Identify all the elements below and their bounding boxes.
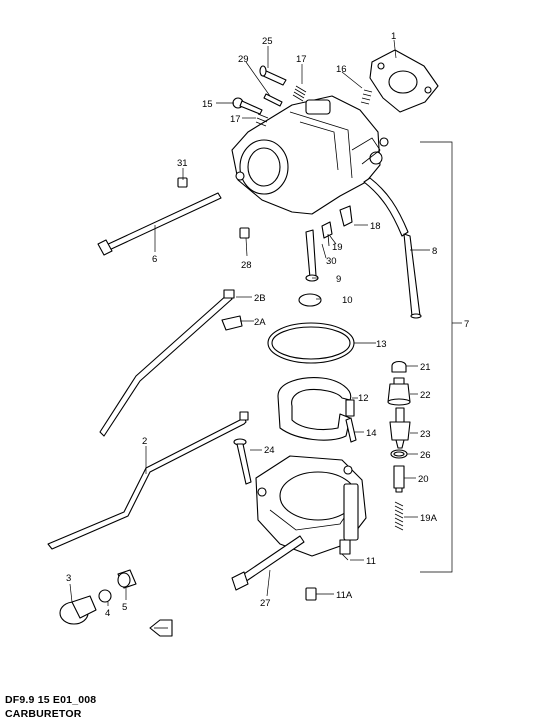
float-valve-18 xyxy=(339,205,353,227)
spring-17-lower xyxy=(255,113,269,127)
plug-31 xyxy=(177,177,188,188)
float-bowl xyxy=(255,455,367,557)
callout-27: 27 xyxy=(260,598,271,609)
spring-19a xyxy=(394,501,404,531)
callout-5: 5 xyxy=(122,602,127,613)
callout-11: 11 xyxy=(366,556,376,567)
knob-3 xyxy=(59,595,97,625)
callout-16: 16 xyxy=(336,64,347,75)
float-12 xyxy=(277,377,355,441)
rod-2b xyxy=(99,289,235,437)
callout-2a: 2A xyxy=(254,317,266,328)
callout-9: 9 xyxy=(336,274,341,285)
float-seat-10 xyxy=(298,293,322,307)
callout-6: 6 xyxy=(152,254,157,265)
jet-20 xyxy=(393,465,405,493)
callout-14: 14 xyxy=(366,428,377,439)
callout-25: 25 xyxy=(262,36,273,47)
callout-1: 1 xyxy=(391,31,396,42)
callout-4: 4 xyxy=(105,608,110,619)
callout-8: 8 xyxy=(432,246,437,257)
callout-10: 10 xyxy=(342,295,353,306)
spring-17-upper xyxy=(292,85,307,102)
needle-valve-22 xyxy=(387,377,411,406)
plug-11a xyxy=(305,587,317,601)
screw-15 xyxy=(232,97,263,115)
callout-2: 2 xyxy=(142,436,147,447)
callout-26: 26 xyxy=(420,450,431,461)
callout-19: 19 xyxy=(332,242,343,253)
callout-18: 18 xyxy=(370,221,381,232)
front-direction-arrow xyxy=(149,619,173,637)
callout-labels: 1 25 17 29 16 15 17 31 18 19 6 8 30 28 9… xyxy=(66,31,469,619)
callout-7: 7 xyxy=(464,319,469,330)
rod-2 xyxy=(47,411,249,550)
callout-29: 29 xyxy=(238,54,249,65)
o-ring-13 xyxy=(267,322,355,364)
callout-24: 24 xyxy=(264,445,275,456)
spring-16 xyxy=(360,89,373,105)
callout-31: 31 xyxy=(177,158,188,169)
callout-23: 23 xyxy=(420,429,431,440)
hose-8 xyxy=(363,177,422,319)
main-nozzle-23 xyxy=(389,407,411,449)
callout-22: 22 xyxy=(420,390,431,401)
screw-29 xyxy=(263,93,283,107)
gasket-plate-1 xyxy=(369,49,439,113)
collar-5 xyxy=(117,569,137,589)
diagram-code: DF9.9 15 E01_008 xyxy=(5,694,97,706)
drain-screw-11 xyxy=(339,539,351,561)
callout-12: 12 xyxy=(358,393,369,404)
pilot-screw-9 xyxy=(305,229,319,282)
screw-25 xyxy=(259,65,287,86)
o-ring-26 xyxy=(390,449,408,459)
callout-17b: 17 xyxy=(230,114,241,125)
carburetor-body xyxy=(231,95,389,215)
callout-2b: 2B xyxy=(254,293,266,304)
callout-13: 13 xyxy=(376,339,387,350)
screw-24 xyxy=(233,438,252,485)
callout-17a: 17 xyxy=(296,54,307,65)
grommet-4 xyxy=(98,589,112,603)
leader-lines xyxy=(69,39,430,606)
callout-30: 30 xyxy=(326,256,337,267)
pin-19 xyxy=(321,221,333,247)
shaft-27 xyxy=(231,535,305,591)
pin-14 xyxy=(345,417,357,443)
callout-15: 15 xyxy=(202,99,213,110)
plug-28 xyxy=(239,227,250,239)
diagram-title: CARBURETOR xyxy=(5,708,82,720)
callout-3: 3 xyxy=(66,573,71,584)
callout-19a: 19A xyxy=(420,513,438,524)
callout-20: 20 xyxy=(418,474,429,485)
callout-28: 28 xyxy=(241,260,252,271)
callout-11a: 11A xyxy=(336,590,353,601)
clip-2a xyxy=(221,315,243,331)
callout-21: 21 xyxy=(420,362,431,373)
bracket-7 xyxy=(420,141,462,573)
bolt-6 xyxy=(97,192,222,256)
cap-21 xyxy=(391,360,407,373)
